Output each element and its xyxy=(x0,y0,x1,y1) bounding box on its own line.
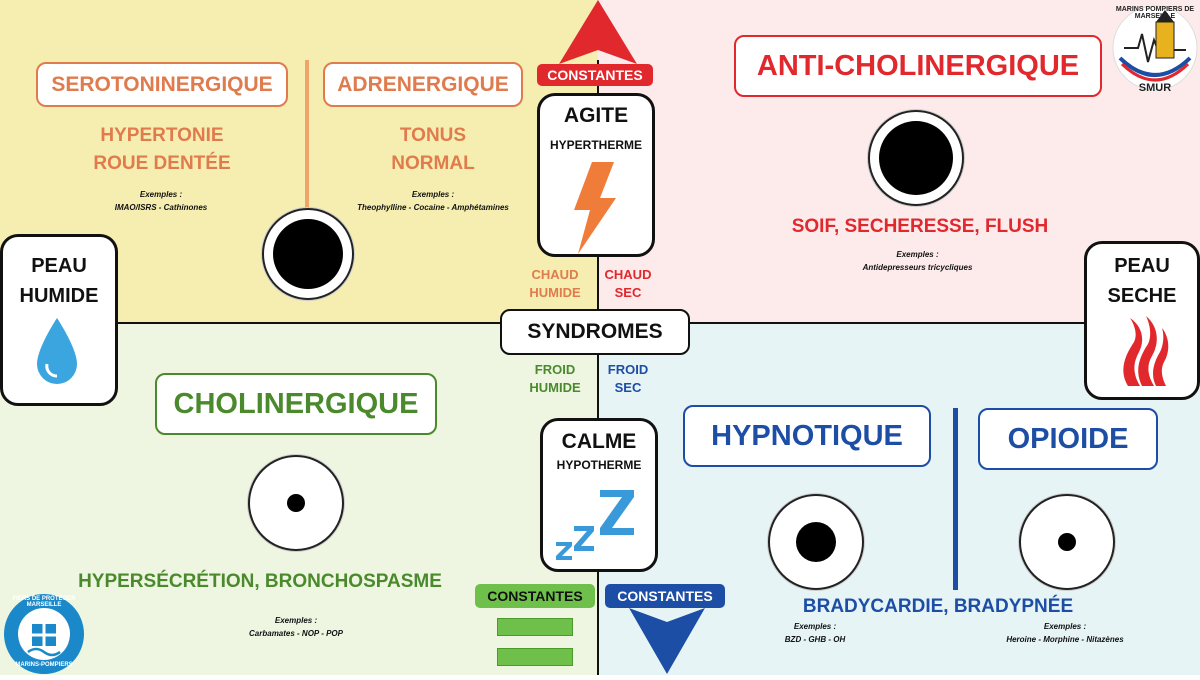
serotoninergic-sign2: ROUE DENTÉE xyxy=(93,153,231,174)
equal-bar-top xyxy=(497,618,573,636)
cholinergic-examples: Exemples : Carbamates - NOP - POP xyxy=(196,614,396,640)
constantes-green-label: CONSTANTES xyxy=(475,584,595,608)
anticholinergic-title: ANTI-CHOLINERGIQUE xyxy=(734,35,1102,97)
peau-humide-line2: HUMIDE xyxy=(19,285,99,307)
smur-logo-text: SMUR xyxy=(1138,82,1172,94)
hypnotic-examples-list: BZD - GHB - OH xyxy=(784,635,846,644)
separator-bottom-right xyxy=(953,408,958,590)
pupil-hypnotic xyxy=(768,494,864,590)
water-drop-icon xyxy=(37,318,77,384)
adrenergic-title: ADRENERGIQUE xyxy=(323,62,523,107)
caption-cold-dry-line2: SEC xyxy=(614,380,642,395)
hypnotic-title: HYPNOTIQUE xyxy=(683,405,931,467)
lightning-icon xyxy=(574,162,616,254)
equal-bar-bottom xyxy=(497,648,573,666)
syndromes-center-box: SYNDROMES xyxy=(500,309,690,355)
adrenergic-examples-label: Exemples : xyxy=(411,190,455,199)
anticholinergic-examples-label: Exemples : xyxy=(896,250,939,259)
caption-hot-wet-line2: HUMIDE xyxy=(529,285,581,300)
smur-logo: MARINS POMPIERS DE MARSEILLE SMUR xyxy=(1110,0,1200,100)
caption-cold-wet: FROID HUMIDE xyxy=(520,361,590,397)
peau-seche-line2: SECHE xyxy=(1107,285,1177,307)
anticholinergic-examples: Exemples : Antidepresseurs tricycliques xyxy=(800,248,1035,274)
caption-cold-dry-line1: FROID xyxy=(607,362,649,377)
serotoninergic-examples-list: IMAO/ISRS - Cathinones xyxy=(114,203,208,212)
opioid-examples-list: Heroine - Morphine - Nitazènes xyxy=(1006,635,1124,644)
adrenergic-examples: Exemples : Theophylline - Cocaine - Amph… xyxy=(323,188,543,214)
smur-logo-ring-text: MARINS POMPIERS DE MARSEILLE xyxy=(1115,6,1195,20)
cholinergic-examples-list: Carbamates - NOP - POP xyxy=(249,629,343,638)
calme-box xyxy=(540,418,658,572)
agite-box xyxy=(537,93,655,257)
serotoninergic-examples: Exemples : IMAO/ISRS - Cathinones xyxy=(56,188,266,214)
pupil-miosis-opioid xyxy=(1019,494,1115,590)
bradycardia-sign: BRADYCARDIE, BRADYPNÉE xyxy=(802,596,1074,617)
hypnotic-examples: Exemples : BZD - GHB - OH xyxy=(740,620,890,646)
hypnotic-examples-label: Exemples : xyxy=(793,622,837,631)
constantes-up-label: CONSTANTES xyxy=(537,64,653,86)
peau-seche-line1: PEAU xyxy=(1114,255,1170,277)
hypothermia-label: HYPOTHERME xyxy=(556,458,642,472)
caption-cold-wet-line2: HUMIDE xyxy=(529,380,581,395)
cholinergic-title: CHOLINERGIQUE xyxy=(155,373,437,435)
cholinergic-examples-label: Exemples : xyxy=(274,616,318,625)
up-arrow-icon xyxy=(559,0,637,64)
agite-label: AGITE xyxy=(563,104,629,127)
pupil-miosis-cholinergic xyxy=(248,455,344,551)
caption-hot-dry-line1: CHAUD xyxy=(604,267,652,282)
adrenergic-sign1: TONUS xyxy=(399,125,467,146)
peau-humide-line1: PEAU xyxy=(31,255,87,277)
opioid-examples-label: Exemples : xyxy=(1043,622,1087,631)
sleep-zzz-icon xyxy=(556,490,634,560)
constantes-blue-label: CONSTANTES xyxy=(605,584,725,608)
serotoninergic-examples-label: Exemples : xyxy=(139,190,183,199)
caption-hot-dry-line2: SEC xyxy=(614,285,642,300)
caption-hot-wet: CHAUD HUMIDE xyxy=(520,266,590,302)
serotoninergic-sign1: HYPERTONIE xyxy=(100,125,224,146)
down-arrow-icon xyxy=(629,608,705,674)
marins-pompiers-logo-text: MARINS-POMPIERS xyxy=(15,662,73,668)
pupil-mydriasis-sympathetic xyxy=(262,208,354,300)
calme-label: CALME xyxy=(561,430,637,453)
vertical-axis xyxy=(597,60,599,675)
flame-icon xyxy=(1123,316,1169,386)
separator-top-left xyxy=(305,60,309,210)
opioid-examples: Exemples : Heroine - Morphine - Nitazène… xyxy=(960,620,1170,646)
caption-hot-wet-line1: CHAUD xyxy=(531,267,579,282)
serotoninergic-title: SEROTONINERGIQUE xyxy=(36,62,288,107)
adrenergic-sign2: NORMAL xyxy=(391,153,475,174)
cholinergic-sign: HYPERSÉCRÉTION, BRONCHOSPASME xyxy=(78,571,442,592)
anticholinergic-examples-list: Antidepresseurs tricycliques xyxy=(862,263,973,272)
caption-cold-wet-line1: FROID xyxy=(534,362,576,377)
marins-pompiers-logo: FIERS DE PROTÉGER MARSEILLE MARINS-POMPI… xyxy=(2,592,86,675)
opioid-title: OPIOIDE xyxy=(978,408,1158,470)
adrenergic-examples-list: Theophylline - Cocaine - Amphétamines xyxy=(357,203,509,212)
hyperthermia-label: HYPERTHERME xyxy=(549,138,642,152)
marins-pompiers-logo-ring-text: FIERS DE PROTÉGER MARSEILLE xyxy=(12,596,76,608)
caption-hot-dry: CHAUD SEC xyxy=(598,266,658,302)
pupil-mydriasis-anticholinergic xyxy=(868,110,964,206)
anticholinergic-sign: SOIF, SECHERESSE, FLUSH xyxy=(791,216,1049,237)
caption-cold-dry: FROID SEC xyxy=(598,361,658,397)
